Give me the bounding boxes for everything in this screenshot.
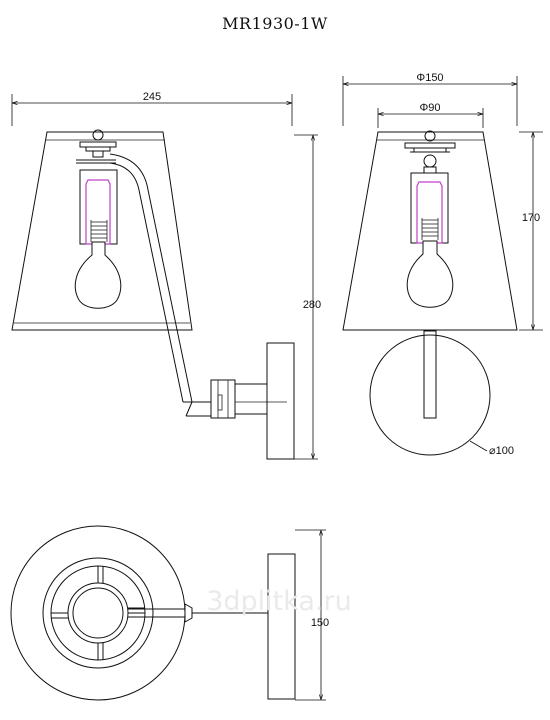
side-view: 245 — [11, 91, 321, 460]
dim-label-280: 280 — [303, 299, 321, 311]
shade-bottom-circle — [10, 525, 186, 701]
wall-plate-front: ⌀100 — [369, 330, 514, 457]
dim-label-150: 150 — [311, 617, 329, 629]
shade-holder-side — [76, 129, 117, 164]
shade-top-circle — [42, 557, 154, 669]
dimension-depth-bottom: 150 — [295, 529, 329, 701]
dimension-shade-height: 170 — [519, 131, 543, 331]
bulb-socket-front — [406, 172, 454, 308]
model-title: MR1930-1W — [222, 14, 328, 33]
dim-label-170: 170 — [522, 212, 540, 224]
watermark: 3dplitka.ru — [206, 586, 352, 617]
bulb-thread-side — [90, 220, 108, 242]
dimension-width-side: 245 — [11, 91, 293, 126]
lampshade-side — [11, 131, 193, 331]
dimension-shade-bottom: Φ150 — [342, 72, 518, 126]
wall-plate-side — [266, 342, 295, 460]
arm-bottom — [128, 603, 268, 623]
bottom-view: 150 — [10, 525, 329, 701]
lampshade-front — [342, 131, 518, 331]
holder-spokes — [51, 566, 145, 660]
dim-label-dia100: ⌀100 — [489, 445, 514, 457]
dim-label-phi90: Φ90 — [419, 102, 440, 114]
dimension-height-side: 280 — [294, 134, 321, 460]
dim-label-phi150: Φ150 — [416, 72, 443, 84]
bulb-thread-front — [421, 218, 439, 240]
front-view: Φ150 Φ90 — [342, 72, 543, 457]
dimension-shade-top: Φ90 — [377, 102, 484, 128]
dim-label-245: 245 — [143, 91, 161, 103]
shade-holder-front — [404, 130, 456, 174]
holder-ring — [67, 582, 129, 644]
bulb-socket-side — [74, 169, 122, 309]
arm-side — [109, 153, 287, 419]
wall-plate-bottom — [267, 553, 296, 700]
